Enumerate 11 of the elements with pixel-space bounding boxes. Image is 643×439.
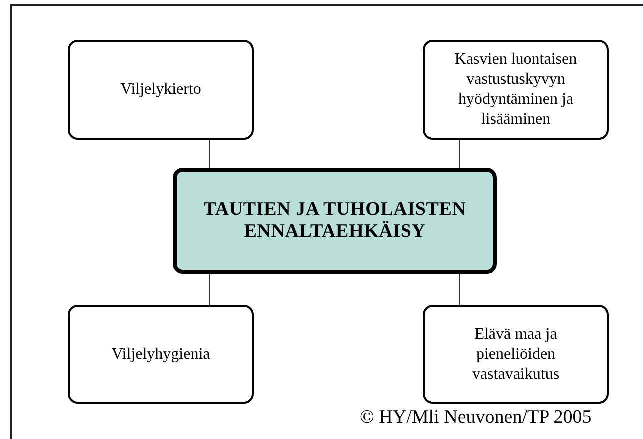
main-topic-box [173,168,497,274]
topic-box [68,40,254,140]
topic-box [423,40,609,140]
topic-text: Viljelyhygienia [112,344,210,364]
copyright-note: © HY/Mli Neuvonen/TP 2005 [360,407,592,429]
topic-box [423,305,609,404]
topic-text: Elävä maa ja pieneliöiden vastavaikutus [471,324,561,384]
main-topic-text: TAUTIEN JA TUHOLAISTEN ENNALTAEHKÄISY [202,199,468,243]
topic-text: Kasvien luontaisen vastustuskyvyn hyödyntäminen ja lisääminen [454,50,578,130]
topic-box [68,305,254,404]
topic-text: Viljelykierto [120,80,202,100]
